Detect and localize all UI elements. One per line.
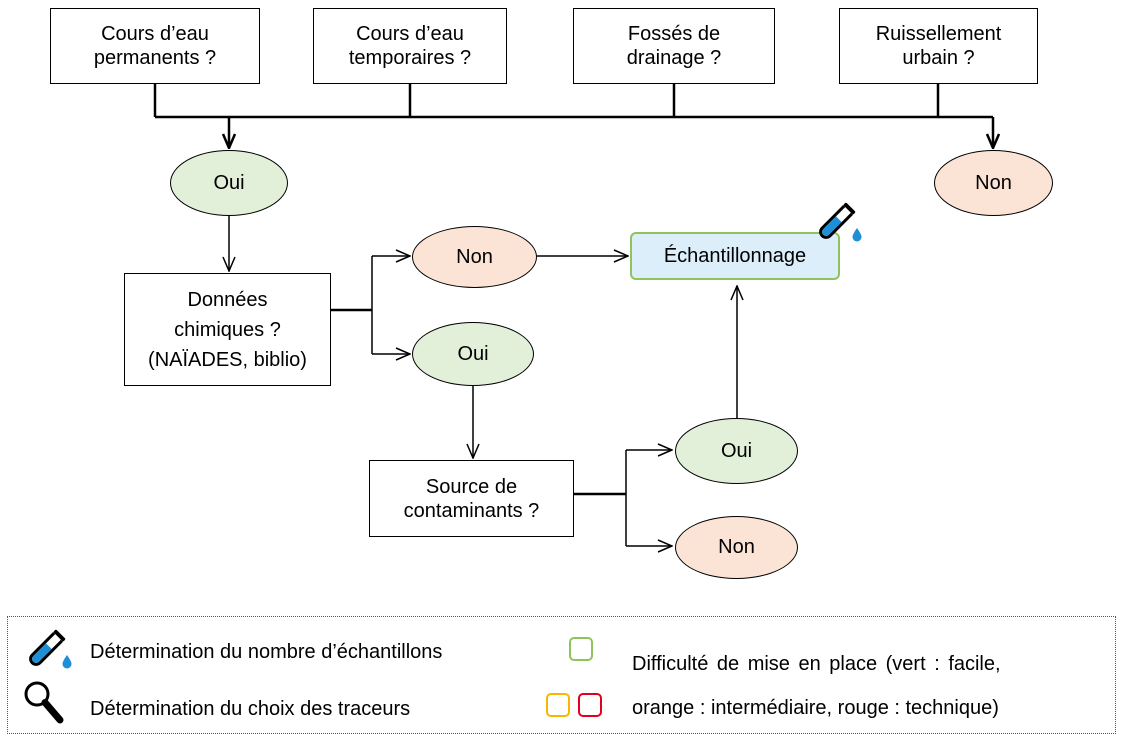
sampling-label: Échantillonnage <box>663 244 807 267</box>
source-box-permanent-streams: Cours d’eau permanents ? <box>50 8 260 84</box>
intermediate-difficulty-square <box>546 693 570 717</box>
test-tube-icon <box>819 202 862 242</box>
yes-oval-low: Oui <box>675 418 798 484</box>
source-label-line1: Cours d’eau <box>101 23 209 45</box>
yes-label: Oui <box>213 171 245 194</box>
no-label: Non <box>718 536 755 558</box>
source-box-urban-runoff: Ruissellement urbain ? <box>839 8 1038 84</box>
technical-difficulty-square <box>578 693 602 717</box>
yes-oval-top: Oui <box>170 150 288 216</box>
contaminant-source-box: Source de contaminants ? <box>369 460 574 537</box>
chemical-data-line1: Données <box>187 288 268 311</box>
no-oval-low: Non <box>675 516 798 579</box>
no-label: Non <box>456 245 493 268</box>
source-label-line1: Fossés de <box>627 23 721 45</box>
source-label-line2: urbain ? <box>902 47 975 69</box>
contaminant-source-line2: contaminants ? <box>403 499 540 522</box>
legend-sampling-count-text: Détermination du nombre d’échantillons <box>90 641 443 663</box>
source-box-drainage-ditches: Fossés de drainage ? <box>573 8 775 84</box>
yes-label: Oui <box>457 342 489 365</box>
chemical-data-line2: chimiques ? <box>174 318 281 341</box>
no-oval-top: Non <box>934 150 1053 216</box>
chemical-data-box: Données chimiques ? (NAÏADES, biblio) <box>124 273 331 386</box>
contaminant-source-line1: Source de <box>425 475 518 498</box>
source-label-line1: Cours d’eau <box>356 23 464 45</box>
legend-tracer-choice-text: Détermination du choix des traceurs <box>90 698 411 720</box>
legend: Détermination du nombre d’échantillons D… <box>7 616 1116 734</box>
yes-label: Oui <box>720 439 753 462</box>
test-tube-icon <box>29 629 72 669</box>
no-oval-mid: Non <box>412 226 537 288</box>
source-label-line1: Ruissellement <box>875 23 1002 45</box>
sampling-box: Échantillonnage <box>630 232 840 280</box>
source-label-line2: temporaires ? <box>348 47 472 69</box>
magnifier-icon <box>24 681 64 724</box>
source-label-line2: permanents ? <box>93 47 217 69</box>
chemical-data-line3: (NAÏADES, biblio) <box>148 348 307 371</box>
easy-difficulty-square <box>569 637 593 661</box>
source-label-line2: drainage ? <box>626 47 722 69</box>
legend-difficulty-line2: orange : intermédiaire, rouge : techniqu… <box>632 697 999 719</box>
legend-difficulty-line1: Difficulté de mise en place (vert : faci… <box>632 653 1001 675</box>
no-label: Non <box>975 171 1012 194</box>
source-box-temporary-streams: Cours d’eau temporaires ? <box>313 8 507 84</box>
yes-oval-mid: Oui <box>412 322 534 386</box>
